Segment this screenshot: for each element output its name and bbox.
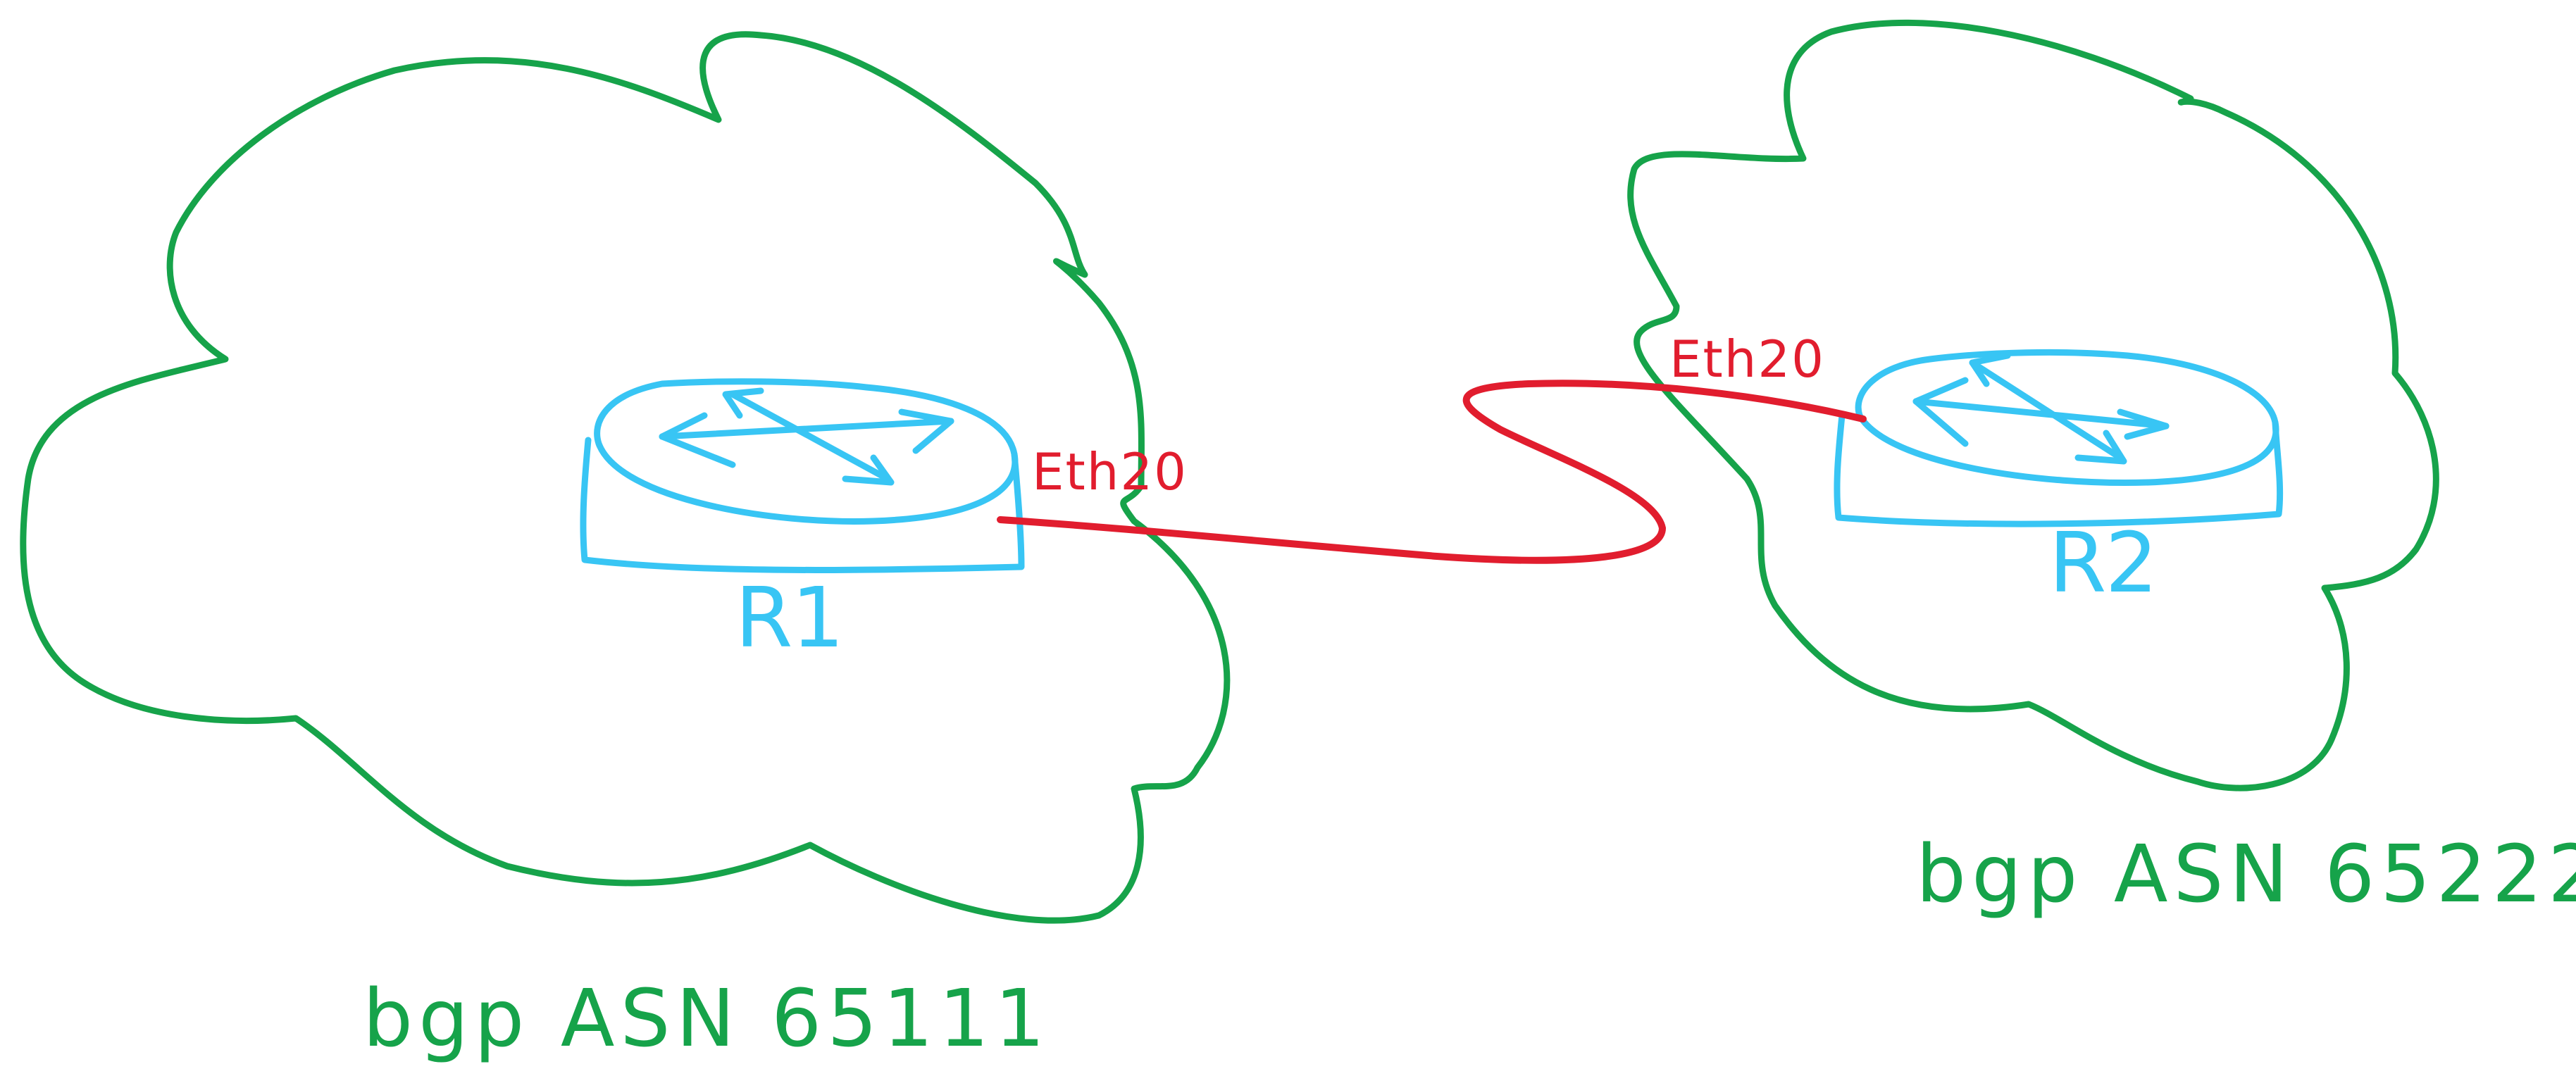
- router-label-r1: R1: [735, 569, 842, 666]
- router-r2: [1834, 349, 2284, 527]
- as-cloud-65222: [1627, 19, 2439, 792]
- router-icon: [1912, 352, 2170, 465]
- asn-label-65222: bgp ASN 65222: [1916, 829, 2576, 920]
- router-label-r2: R2: [2048, 514, 2156, 611]
- router-r1: [580, 378, 1025, 573]
- interface-label-r1: Eth20: [1032, 442, 1188, 501]
- interface-label-r2: Eth20: [1669, 330, 1825, 389]
- asn-label-65111: bgp ASN 65111: [363, 973, 1050, 1065]
- as-cloud-65111: [20, 31, 1231, 924]
- router-icon: [659, 387, 954, 486]
- bgp-link: [997, 380, 1867, 564]
